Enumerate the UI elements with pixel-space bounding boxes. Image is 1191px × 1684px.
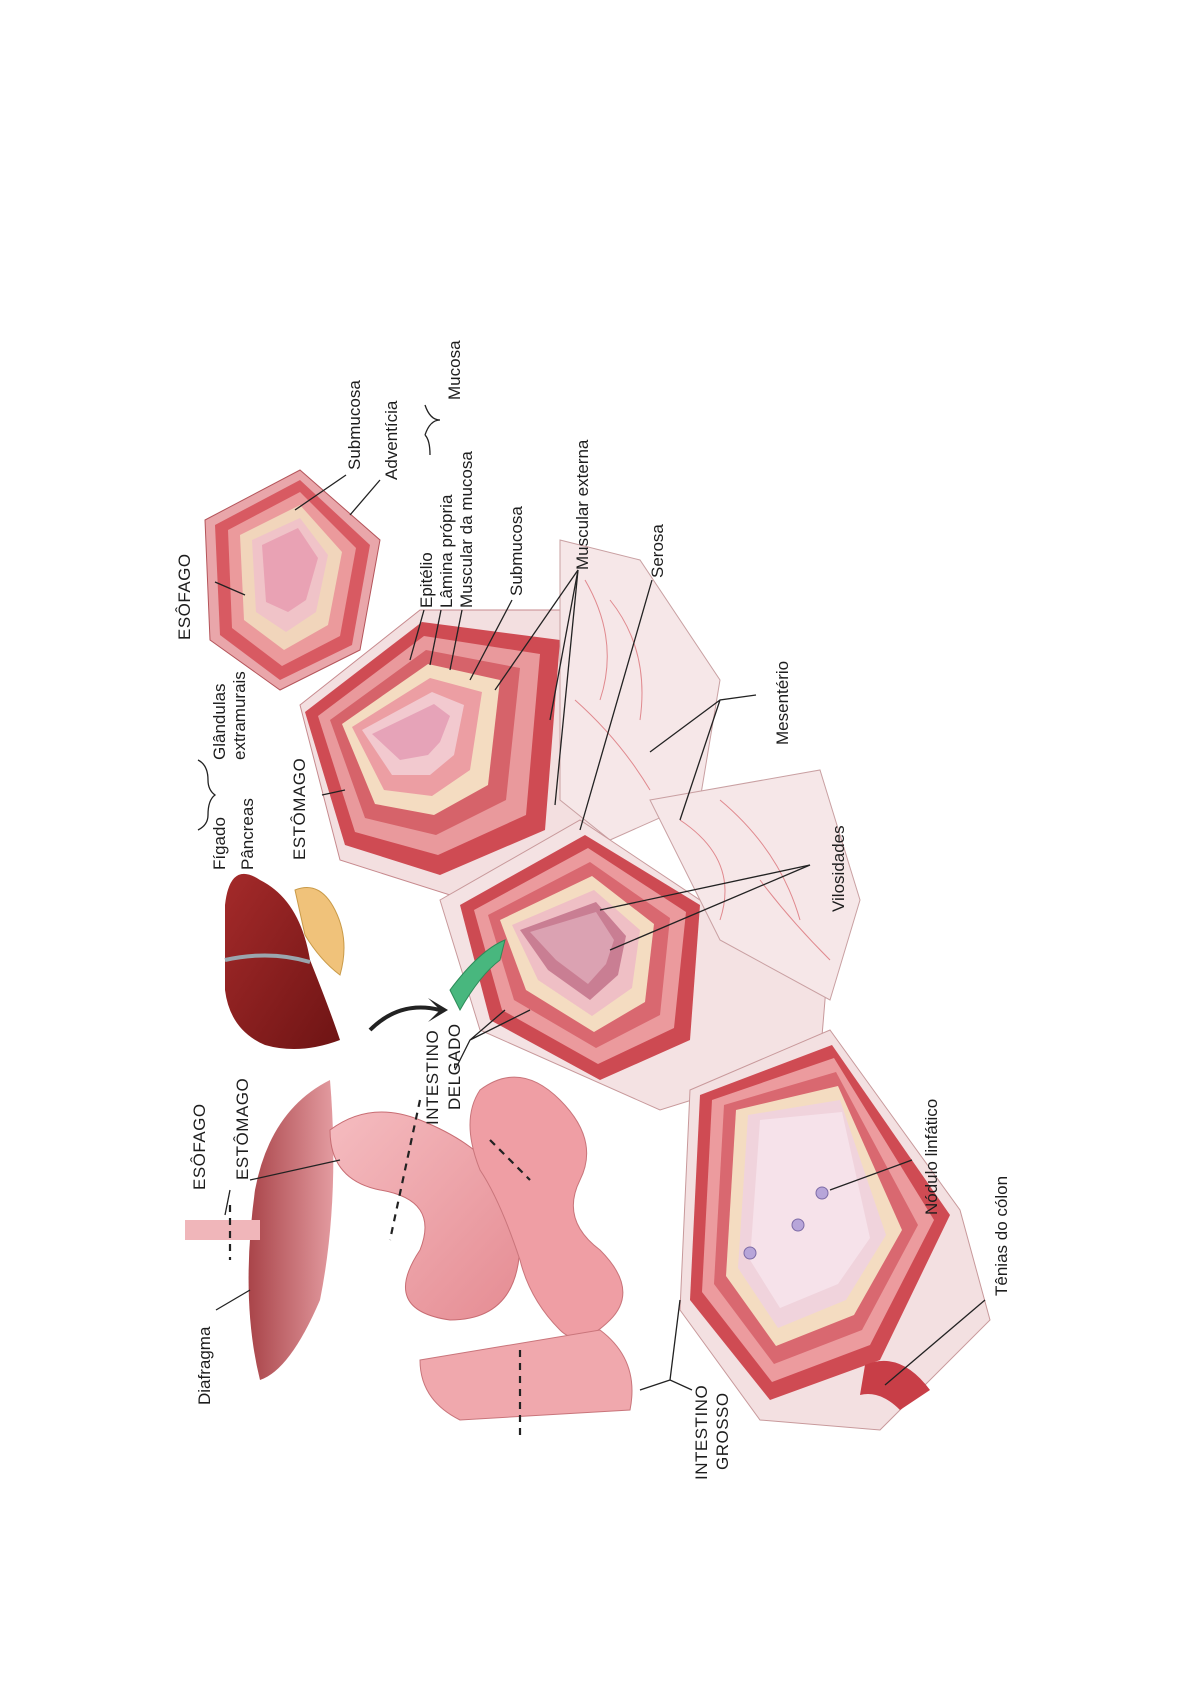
label-intestino-grosso-2: GROSSO (713, 1392, 732, 1470)
label-tenias-colon: Tênias do cólon (992, 1176, 1011, 1296)
label-submucosa-top: Submucosa (345, 380, 364, 470)
mucosa-brace (425, 405, 440, 455)
lower-anatomy (185, 1077, 632, 1420)
label-glandulas: Glândulas (210, 683, 229, 760)
label-intestino-grosso-1: INTESTINO (692, 1385, 711, 1480)
arrow-icon (370, 1008, 440, 1031)
label-pancreas: Pâncreas (238, 798, 257, 870)
label-esofago-low: ESÔFAGO (190, 1103, 209, 1190)
label-intestino-delgado-2: DELGADO (445, 1023, 464, 1110)
label-mesenterio: Mesentério (773, 661, 792, 745)
esophagus-section (205, 470, 380, 690)
label-muscular-externa: Muscular externa (573, 439, 592, 570)
label-vilosidades: Vilosidades (829, 825, 848, 912)
label-muscular-mucosa: Muscular da mucosa (457, 451, 476, 608)
label-diafragma: Diafragma (195, 1326, 214, 1405)
label-serosa: Serosa (648, 524, 667, 578)
label-adventicia: Adventícia (382, 400, 401, 480)
label-mucosa: Mucosa (445, 340, 464, 400)
label-esofago-top: ESÔFAGO (175, 553, 194, 640)
label-epitelio: Epitélio (417, 552, 436, 608)
label-submucosa-mid: Submucosa (507, 506, 526, 596)
large-intestine (420, 1330, 632, 1420)
label-lamina-propria: Lâmina própria (437, 494, 456, 608)
esophagus-tube (185, 1220, 260, 1240)
label-extramurais: extramurais (230, 671, 249, 760)
label-estomago-low: ESTÔMAGO (233, 1078, 252, 1180)
diaphragm (249, 1080, 334, 1380)
large-intestine-section (680, 1030, 990, 1430)
label-nodulo-linfatico: Nódulo linfático (922, 1099, 941, 1215)
label-figado: Fígado (210, 817, 229, 870)
label-estomago-mid: ESTÔMAGO (290, 758, 309, 860)
label-intestino-delgado-1: INTESTINO (423, 1030, 442, 1125)
